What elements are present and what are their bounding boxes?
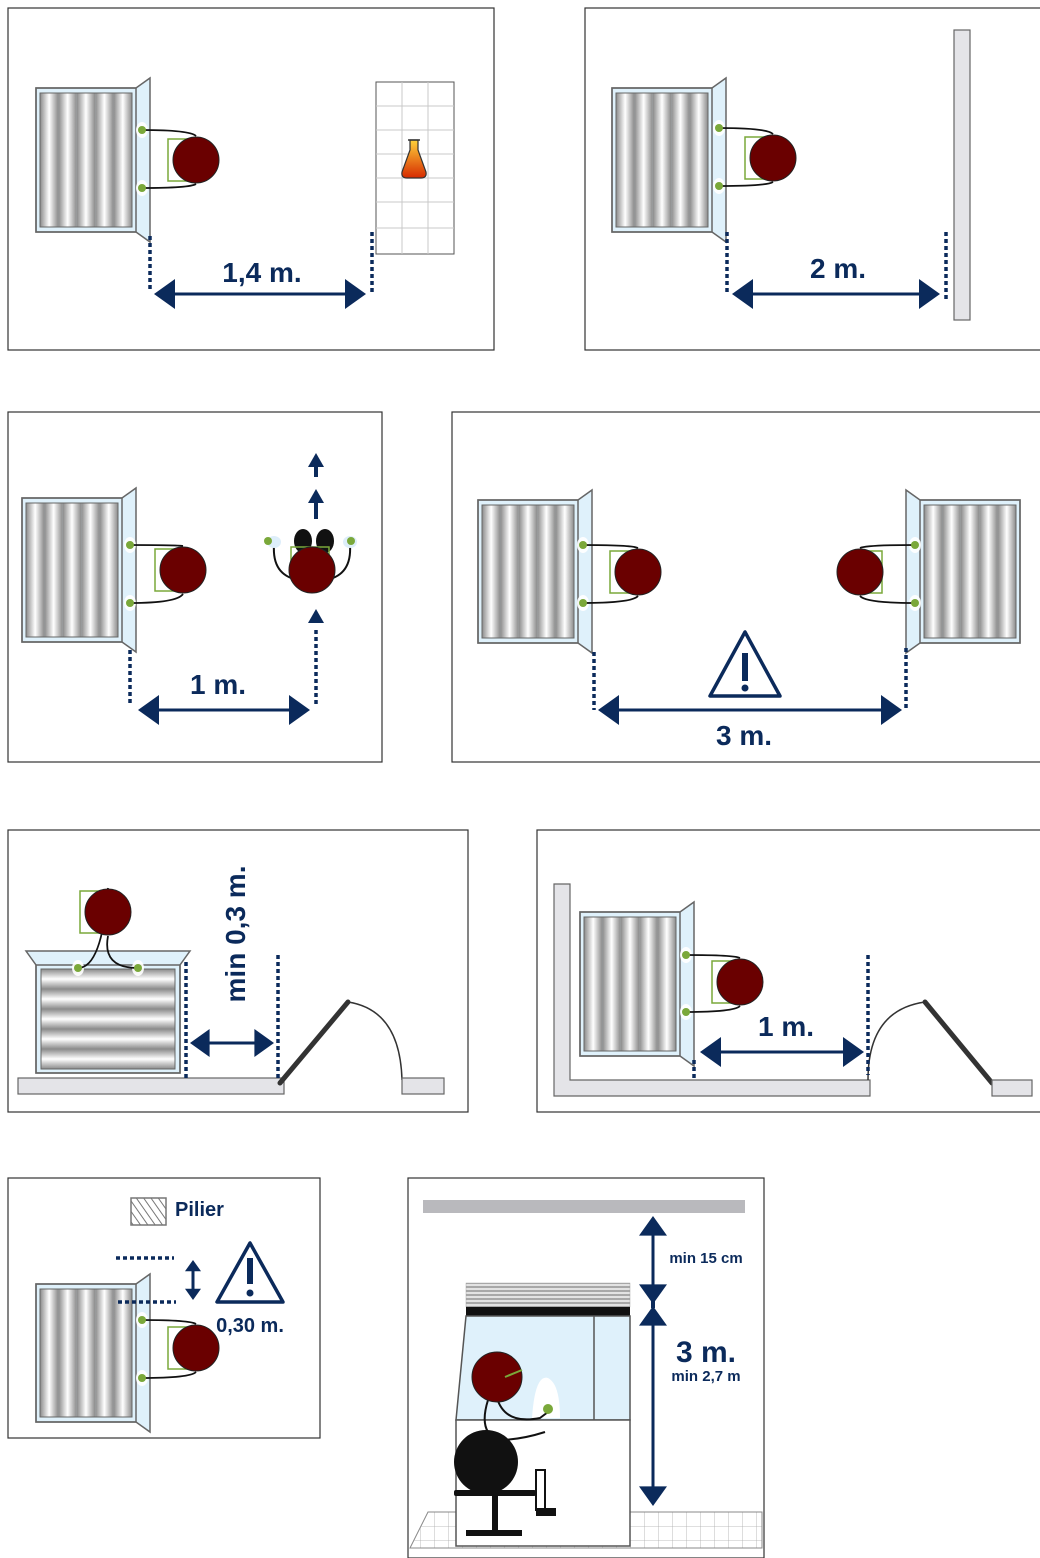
distance-label: 1 m. bbox=[758, 1011, 814, 1042]
cabinet-glare bbox=[532, 1377, 560, 1418]
height-min-label: min 2,7 m bbox=[671, 1368, 740, 1385]
cabinet-roof-slat bbox=[465, 1298, 631, 1304]
dimension-arrow bbox=[190, 1029, 274, 1057]
warning-triangle-icon bbox=[215, 1241, 285, 1304]
arrow-up-icon bbox=[308, 453, 324, 623]
dimension-arrow bbox=[598, 695, 902, 725]
distance-label: 3 m. bbox=[716, 720, 772, 751]
wall bbox=[953, 29, 971, 321]
cabinet-roof-slat bbox=[465, 1286, 631, 1292]
operator bbox=[72, 887, 144, 976]
safety-cabinet bbox=[579, 900, 695, 1068]
flask-icon bbox=[401, 139, 427, 179]
lab-bench bbox=[375, 81, 455, 255]
panel-8: min 15 cm 3 m. min 2,7 m bbox=[407, 1177, 765, 1558]
distance-label: min 0,3 m. bbox=[220, 866, 251, 1003]
door bbox=[277, 999, 445, 1095]
operator bbox=[713, 120, 797, 194]
cabinet-roof-slat bbox=[465, 1302, 631, 1308]
operator bbox=[124, 537, 207, 611]
dimension-arrow bbox=[154, 279, 366, 309]
walking-person bbox=[264, 529, 357, 594]
safety-cabinet bbox=[611, 76, 727, 244]
cabinet-roof-slat bbox=[465, 1290, 631, 1296]
safety-cabinet bbox=[35, 1272, 151, 1434]
seated-operator bbox=[454, 1351, 556, 1536]
dimension-arrow bbox=[700, 1037, 864, 1067]
distance-label: 1 m. bbox=[190, 669, 246, 700]
distance-label: 1,4 m. bbox=[222, 257, 301, 288]
operator bbox=[136, 122, 220, 196]
distance-label: 2 m. bbox=[810, 253, 866, 284]
dimension-arrow bbox=[185, 1260, 201, 1300]
cabinet-roof-slat bbox=[465, 1282, 631, 1288]
pillar-label: Pilier bbox=[175, 1199, 224, 1221]
distance-label: 0,30 m. bbox=[216, 1315, 284, 1337]
wall bbox=[553, 883, 871, 1097]
safety-cabinet bbox=[477, 488, 593, 655]
height-label: 3 m. bbox=[676, 1336, 736, 1369]
wall bbox=[17, 1077, 285, 1095]
cabinet-roof-slat bbox=[465, 1294, 631, 1300]
dimension-arrow bbox=[732, 279, 940, 309]
pillar-icon bbox=[130, 1197, 167, 1226]
dimension-arrow bbox=[639, 1306, 667, 1506]
operator bbox=[136, 1312, 220, 1386]
operator bbox=[836, 537, 921, 611]
safety-cabinet bbox=[35, 76, 151, 244]
safety-cabinet bbox=[24, 950, 192, 1074]
clearance-label: min 15 cm bbox=[669, 1250, 742, 1267]
safety-cabinet bbox=[905, 488, 1021, 655]
operator bbox=[577, 537, 662, 611]
safety-cabinet bbox=[21, 486, 137, 654]
dimension-arrow bbox=[138, 695, 310, 725]
ceiling bbox=[423, 1200, 745, 1213]
door bbox=[867, 999, 1033, 1097]
warning-triangle-icon bbox=[708, 630, 782, 698]
cabinet-sash-bar bbox=[466, 1307, 630, 1316]
operator bbox=[680, 947, 764, 1020]
